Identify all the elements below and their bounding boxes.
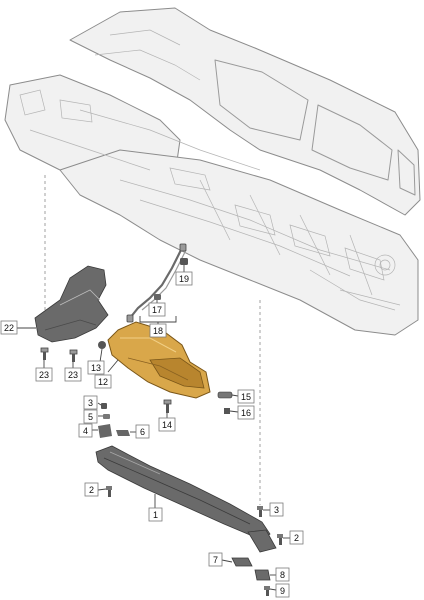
callout-label: 3 xyxy=(88,398,93,408)
callout-18[interactable]: 18 xyxy=(149,323,167,338)
callout-2-a[interactable]: 2 xyxy=(84,482,99,497)
bracket-4-icon xyxy=(98,424,112,438)
screw-2-b-icon xyxy=(277,534,283,545)
nut-17-icon xyxy=(154,294,161,300)
callout-label: 19 xyxy=(179,274,189,284)
callout-label: 12 xyxy=(98,377,108,387)
callout-label: 15 xyxy=(241,392,251,402)
screw-23-a-icon xyxy=(40,347,49,360)
callout-label: 17 xyxy=(152,305,162,315)
callout-label: 16 xyxy=(241,408,251,418)
clip-5-icon xyxy=(103,414,110,419)
callout-label: 1 xyxy=(153,510,158,520)
callout-14[interactable]: 14 xyxy=(158,417,176,432)
vehicle-body-shell xyxy=(4,7,421,336)
callout-label: 8 xyxy=(280,570,285,580)
callout-13[interactable]: 13 xyxy=(87,360,105,375)
callout-15[interactable]: 15 xyxy=(237,389,255,404)
callout-19[interactable]: 19 xyxy=(175,271,193,286)
nut-13-icon xyxy=(98,341,106,349)
callout-label: 3 xyxy=(274,505,279,515)
screw-14-icon xyxy=(163,399,172,413)
nut-19-icon xyxy=(180,258,188,265)
callout-8[interactable]: 8 xyxy=(275,567,290,582)
part-7-bracket xyxy=(231,557,253,567)
part-8-clip xyxy=(254,569,271,581)
callout-17[interactable]: 17 xyxy=(148,302,166,317)
callout-label: 23 xyxy=(68,370,78,380)
bolt-15-icon xyxy=(217,391,233,399)
callout-23-b[interactable]: 23 xyxy=(64,367,82,382)
callout-label: 2 xyxy=(294,533,299,543)
callout-label: 6 xyxy=(140,427,145,437)
part-22-front-panel xyxy=(34,265,109,343)
screw-9-icon xyxy=(264,586,270,596)
callout-label: 13 xyxy=(91,363,101,373)
screw-23-b-icon xyxy=(69,349,78,362)
fastener-group xyxy=(40,258,283,596)
callout-label: 22 xyxy=(4,323,14,333)
part-lower-bracket xyxy=(247,529,277,553)
screw-2-a-icon xyxy=(106,486,112,497)
screw-3-b-icon xyxy=(257,506,263,517)
callout-4[interactable]: 4 xyxy=(78,423,93,438)
callout-22[interactable]: 22 xyxy=(0,320,18,335)
callout-2-b[interactable]: 2 xyxy=(289,530,304,545)
nut-3-a-icon xyxy=(101,403,107,409)
callout-label: 18 xyxy=(153,326,163,336)
callout-12[interactable]: 12 xyxy=(94,374,112,389)
callout-1[interactable]: 1 xyxy=(148,507,163,522)
callout-label: 23 xyxy=(39,370,49,380)
part-1-sill-panel xyxy=(95,445,271,541)
callout-label: 14 xyxy=(162,420,172,430)
callout-label: 9 xyxy=(280,586,285,596)
callout-9[interactable]: 9 xyxy=(275,583,290,598)
callout-label: 5 xyxy=(88,412,93,422)
callout-5[interactable]: 5 xyxy=(83,409,98,424)
callout-label: 7 xyxy=(213,555,218,565)
screw-16-icon xyxy=(224,408,230,414)
callout-23-a[interactable]: 23 xyxy=(35,367,53,382)
callout-6[interactable]: 6 xyxy=(135,424,150,439)
callout-3-a[interactable]: 3 xyxy=(83,395,98,410)
callout-3-b[interactable]: 3 xyxy=(269,502,284,517)
callout-label: 4 xyxy=(83,426,88,436)
callout-7[interactable]: 7 xyxy=(208,552,223,567)
leader-lines xyxy=(17,265,290,591)
screw-6-icon xyxy=(116,430,130,436)
callout-label: 2 xyxy=(89,485,94,495)
callout-16[interactable]: 16 xyxy=(237,405,255,420)
